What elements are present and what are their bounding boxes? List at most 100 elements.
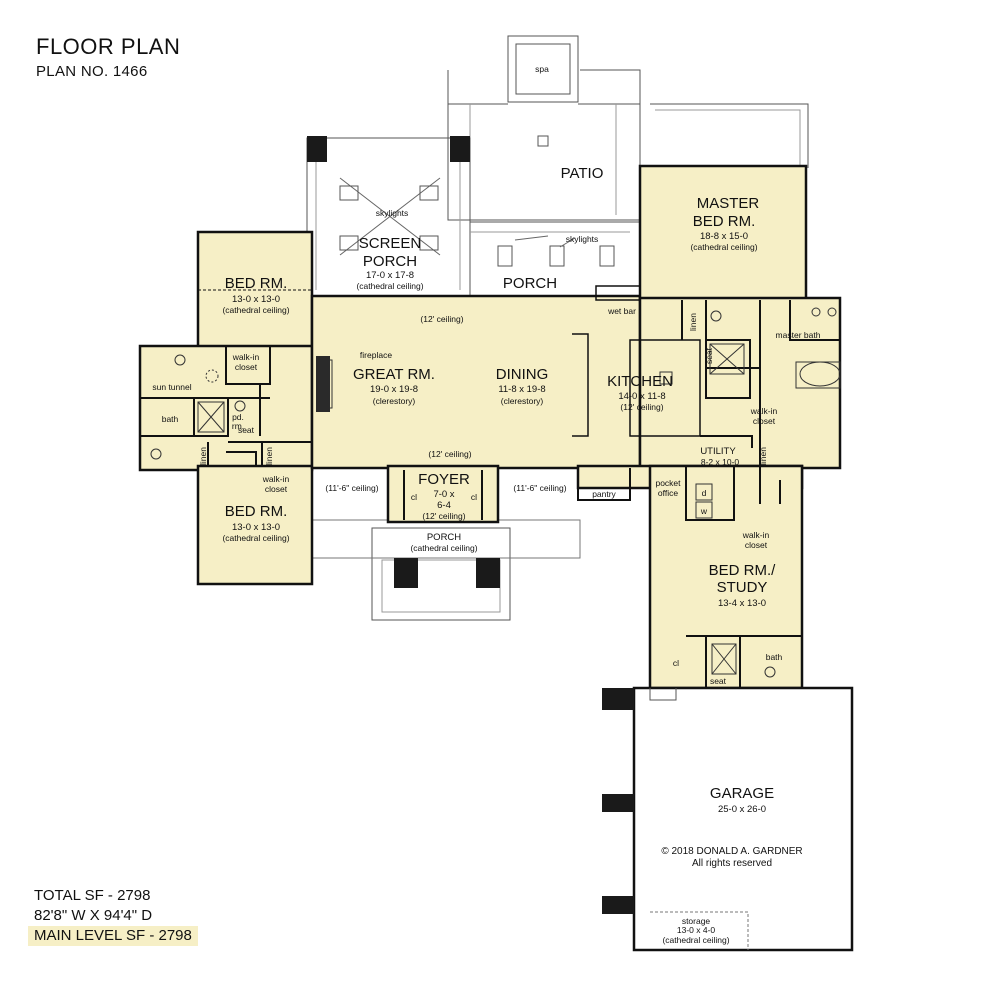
plan-number: PLAN NO. 1466 [36,63,148,80]
study-cl: cl [673,658,679,668]
column [450,136,470,162]
patio-outline [447,69,641,221]
bed-bottom-dims: 13-0 x 13-0 [232,522,280,533]
study-walkin: walk-in [742,530,770,540]
plan-title: FLOOR PLAN [36,34,181,59]
left-bath-label: bath [162,414,179,424]
garage-name: GARAGE [710,785,774,802]
fireplace-hearth [316,356,330,412]
study-bath-label: bath [766,652,783,662]
left-linen-2: linen [264,447,274,465]
top-walkin: walk-in [232,352,260,362]
utility-name: UTILITY [700,446,736,457]
main-level-sf: MAIN LEVEL SF - 2798 [28,926,198,946]
total-sf: TOTAL SF - 2798 [34,887,151,904]
spa-inner [515,43,571,95]
ceiling-12-top: (12' ceiling) [420,314,463,324]
spa-label: spa [535,64,549,74]
washer-label: w [700,506,708,516]
kitchen-dims: 14-0 x 11-8 [618,391,665,402]
pd-rm-label1: pd. [232,412,244,422]
sun-tunnel-label: sun tunnel [152,382,191,392]
bed-top-note: (cathedral ceiling) [222,305,289,315]
kitchen-note: (12' ceiling) [620,402,663,412]
fixtures [150,307,841,678]
dining-note: (clerestory) [501,396,544,406]
study-name1: BED RM./ [709,562,777,579]
pocket-label1: pocket [655,478,681,488]
master-closet: closet [753,416,776,426]
foyer-note: (12' ceiling) [422,511,465,521]
storage-name: storage [682,916,711,926]
study-closet: closet [745,540,768,550]
master-name1: MASTER [697,195,760,212]
study-seat: seat [710,676,727,686]
study-name2: STUDY [717,579,768,596]
house-fill [138,164,842,690]
pantry-label: pantry [592,489,616,499]
front-porch-name: PORCH [427,532,461,543]
great-rm-name: GREAT RM. [353,366,435,383]
master-name2: BED RM. [693,213,756,230]
screen-porch-dims: 17-0 x 17-8 [366,270,414,281]
foyer-cl-left: cl [411,492,417,502]
bed-bottom-area [196,464,314,586]
garage-post-2 [602,794,634,812]
copyright-line2: All rights reserved [692,858,772,869]
fireplace-label: fireplace [360,350,392,360]
column [307,136,327,162]
master-dims: 18-8 x 15-0 [700,231,748,242]
foyer-area [386,464,500,524]
kitchen-name: KITCHEN [607,373,673,390]
dining-name: DINING [496,366,549,383]
bot-closet: closet [265,484,288,494]
master-bed-area [638,164,808,302]
garage-dims: 25-0 x 26-0 [718,804,766,815]
bot-walkin: walk-in [262,474,290,484]
pocket-label2: office [658,488,678,498]
master-linen: linen [688,313,698,331]
screen-porch-note: (cathedral ceiling) [356,281,423,291]
wet-bar-label: wet bar [607,306,636,316]
screen-porch-skylights: skylights [376,208,409,218]
porch-rear-name: PORCH [503,275,557,292]
storage-note: (cathedral ceiling) [662,935,729,945]
foyer-dims1: 7-0 x [433,489,454,500]
screen-porch-name2: PORCH [363,253,417,270]
garage-post-1 [602,688,634,710]
screen-porch-name1: SCREEN [359,235,422,252]
great-rm-dims: 19-0 x 19-8 [370,384,418,395]
master-walkin: walk-in [750,406,778,416]
master-bath-label: master bath [776,330,821,340]
storage-dims: 13-0 x 4-0 [677,925,716,935]
bed-bottom-name: BED RM. [225,503,288,520]
garage [602,686,854,952]
columns [307,136,500,588]
utility-dims: 8-2 x 10-0 [701,457,740,467]
front-porch-note: (cathedral ceiling) [410,543,477,553]
top-closet: closet [235,362,258,372]
master-seat: seat [704,347,714,364]
interior-walls [140,285,840,688]
master-note: (cathedral ceiling) [690,242,757,252]
ceiling-12-mid: (12' ceiling) [428,449,471,459]
garage-post-3 [602,896,634,914]
great-rm-note: (clerestory) [373,396,416,406]
bed-top-name: BED RM. [225,275,288,292]
ceiling-116-left: (11'-6" ceiling) [325,483,378,493]
left-linen-1: linen [198,447,208,465]
ceiling-116-right: (11'-6" ceiling) [513,483,566,493]
column [394,558,418,588]
utility-linen: linen [758,447,768,465]
porch-skylights: skylights [566,234,599,244]
study-wing-area [648,464,804,690]
dining-dims: 11-8 x 19-8 [498,384,545,395]
overall-dimensions: 82'8" W X 94'4" D [34,907,153,924]
dryer-label: d [702,488,707,498]
copyright-line1: © 2018 DONALD A. GARDNER [661,846,802,857]
square-footage-summary: TOTAL SF - 2798 82'8" W X 94'4" D MAIN L… [28,886,198,946]
foyer-name: FOYER [418,471,470,488]
bed-top-dims: 13-0 x 13-0 [232,294,280,305]
great-dining-area [310,294,642,470]
